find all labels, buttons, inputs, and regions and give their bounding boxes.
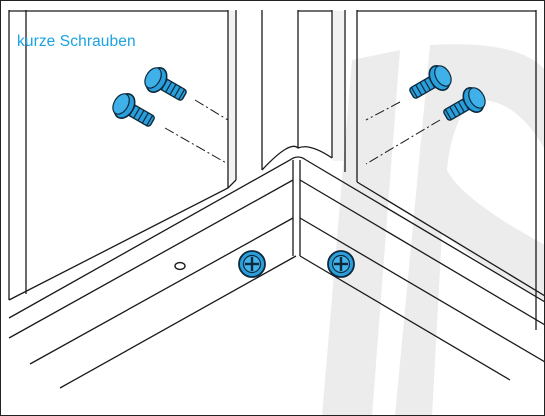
right-side-panel: [357, 10, 537, 330]
left-side-panel: [8, 10, 228, 300]
phillips-screw-head-icon: [327, 250, 355, 278]
screw-hole-icon: [174, 261, 186, 271]
short-screws-label: kurze Schrauben: [17, 33, 136, 50]
insertion-guide-lines: [164, 99, 441, 165]
screw-icon: [443, 87, 486, 121]
base-rail: [8, 145, 545, 389]
rear-corner-post: [227, 10, 358, 188]
screw-icon: [144, 67, 187, 101]
screw-icon: [409, 65, 452, 99]
screw-icon: [112, 93, 155, 127]
phillips-screw-head-icon: [238, 250, 266, 278]
watermark: [322, 44, 545, 416]
